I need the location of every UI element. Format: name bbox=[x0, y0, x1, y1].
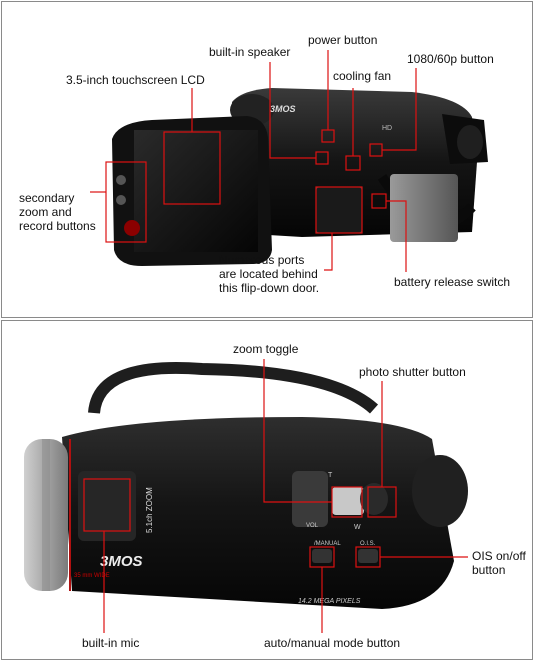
zoom-t-button bbox=[116, 175, 126, 185]
label-cooling-fan: cooling fan bbox=[333, 69, 392, 83]
eyecup bbox=[457, 125, 483, 159]
label-built-in-speaker: built-in speaker bbox=[209, 45, 291, 59]
lcd-screen bbox=[134, 130, 258, 252]
zoom-t-text: T bbox=[328, 472, 333, 479]
ois-button bbox=[358, 549, 378, 563]
callout-box-zoom bbox=[105, 161, 147, 243]
zoom-rocker bbox=[292, 471, 328, 527]
brand-text: 3MOS bbox=[270, 104, 296, 114]
camera-side-illustration: 3MOS HD bbox=[90, 50, 488, 272]
callouts bbox=[90, 50, 417, 272]
label-secondary-zoom: secondary zoom and record buttons bbox=[19, 191, 96, 233]
callout-line-zoom-toggle bbox=[263, 359, 332, 503]
camera-top-illustration: 3MOS 5.1ch ZOOM 35 mm WIDE 14.2 MEGA PIX… bbox=[24, 359, 468, 633]
zoom-w-text: W bbox=[354, 524, 361, 531]
zoom-w-button bbox=[116, 195, 126, 205]
photo-shutter bbox=[332, 487, 364, 515]
shutter-ring bbox=[360, 483, 388, 515]
mic-grille bbox=[78, 471, 136, 541]
label-power-button: power button bbox=[308, 33, 378, 47]
strap-loop bbox=[88, 362, 379, 414]
callout-box-ports bbox=[315, 186, 363, 234]
label-auto-manual: auto/manual mode button bbox=[264, 636, 401, 650]
manual-button bbox=[312, 549, 332, 563]
hd-text: HD bbox=[382, 125, 392, 132]
top-panel: 3MOS HD power button built-in speaker 10… bbox=[1, 1, 533, 318]
battery bbox=[390, 174, 458, 242]
record-button bbox=[124, 220, 140, 236]
manual-text: /MANUAL bbox=[314, 541, 341, 547]
vol-text: VOL bbox=[306, 523, 319, 529]
label-battery-release: battery release switch bbox=[394, 275, 511, 289]
callout-line-1080 bbox=[382, 68, 417, 151]
label-ports: Numerous ports are located behind this f… bbox=[219, 253, 320, 295]
callout-line-battery bbox=[386, 200, 407, 272]
label-built-in-mic: built-in mic bbox=[82, 636, 140, 650]
bottom-panel: 3MOS 5.1ch ZOOM 35 mm WIDE 14.2 MEGA PIX… bbox=[1, 320, 533, 660]
brand-text: 3MOS bbox=[100, 553, 143, 570]
callout-line-ports bbox=[324, 233, 333, 271]
label-touchscreen-lcd: 3.5-inch touchscreen LCD bbox=[66, 73, 205, 87]
lens-wide-text: 35 mm WIDE bbox=[74, 573, 110, 579]
ois-text: O.I.S. bbox=[360, 541, 376, 547]
label-zoom-toggle: zoom toggle bbox=[233, 342, 299, 356]
label-photo-shutter: photo shutter button bbox=[359, 365, 466, 379]
callout-box-mic bbox=[83, 478, 131, 532]
lens-ring bbox=[42, 439, 50, 591]
label-ois-onoff: OIS on/off button bbox=[472, 549, 526, 577]
callout-line-speaker bbox=[269, 62, 316, 159]
callouts bbox=[83, 359, 468, 633]
viewfinder bbox=[412, 455, 468, 527]
label-1080-button: 1080/60p button bbox=[407, 52, 494, 66]
port-door bbox=[315, 186, 363, 234]
megapixels-text: 14.2 MEGA PIXELS bbox=[298, 598, 361, 605]
zoom-badge-text: 5.1ch ZOOM bbox=[145, 487, 154, 533]
